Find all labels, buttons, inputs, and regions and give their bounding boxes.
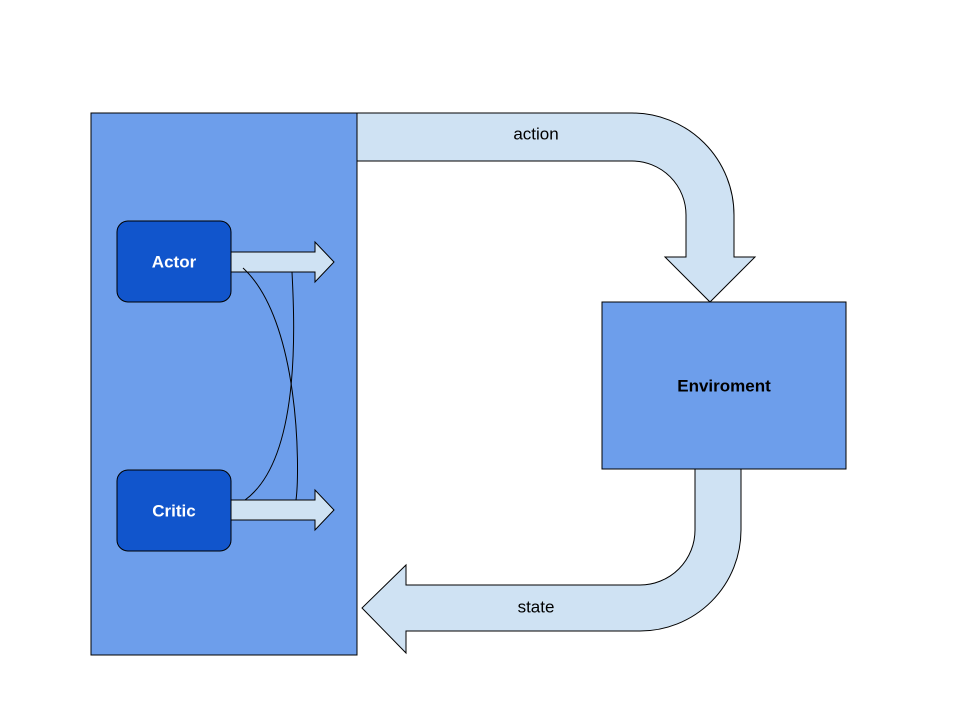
critic-output-arrow bbox=[230, 488, 335, 532]
actor-label: Actor bbox=[152, 253, 197, 272]
critic-actor-connector bbox=[244, 271, 295, 501]
action-label: action bbox=[513, 125, 558, 144]
critic-label: Critic bbox=[152, 502, 195, 521]
actor-node bbox=[116, 220, 232, 303]
state-label: state bbox=[518, 598, 555, 617]
agent-container bbox=[90, 112, 358, 656]
action-arrow bbox=[356, 112, 757, 303]
state-arrow bbox=[361, 468, 742, 655]
critic-node bbox=[116, 469, 232, 552]
actor-critic-connector bbox=[242, 267, 298, 501]
environment-label: Enviroment bbox=[677, 377, 771, 396]
environment-box bbox=[601, 301, 847, 470]
actor-output-arrow bbox=[230, 240, 335, 284]
